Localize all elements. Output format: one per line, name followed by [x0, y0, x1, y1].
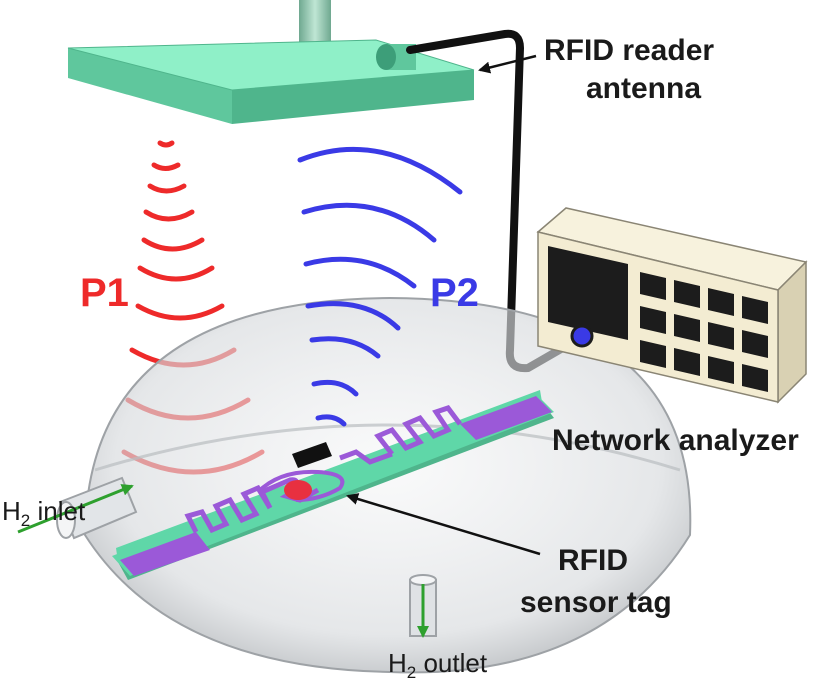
- tag-substrate: [112, 394, 554, 576]
- sensor-tag-pointer: [346, 493, 541, 556]
- wave-p1-5: [141, 237, 205, 252]
- wave-p2-6: [311, 379, 359, 397]
- rfid-reader-antenna: [67, 39, 475, 124]
- wave-p2-1: [297, 146, 463, 195]
- wave-p2-4: [305, 301, 401, 331]
- antenna-connector: [376, 44, 416, 70]
- wave-p1-3: [147, 183, 187, 194]
- h2-inlet-label: H2 inlet: [2, 496, 86, 530]
- wave-p1-6: [137, 265, 215, 282]
- wave-p2-2: [301, 202, 437, 243]
- network-analyzer: [536, 207, 808, 404]
- rfid-chip: [292, 442, 332, 468]
- p1-label: P1: [80, 271, 129, 315]
- reader-antenna-label-line2: antenna: [586, 72, 701, 105]
- wave-p1-4: [143, 209, 195, 222]
- analyzer-keypad: [640, 272, 768, 392]
- reader-antenna-label-line1: RFID reader: [544, 34, 714, 67]
- rfid-sensor-tag: [112, 390, 554, 580]
- tag-inner-loop: [256, 469, 345, 502]
- sensor-tag-label-line2: sensor tag: [520, 586, 672, 619]
- reader-antenna-pointer: [478, 54, 537, 74]
- waves-p2: [297, 146, 463, 427]
- sensor-tag-label-line1: RFID: [558, 544, 628, 577]
- dome-base-rim: [94, 423, 681, 472]
- analyzer-port: [570, 324, 594, 348]
- p2-label: P2: [430, 271, 479, 315]
- sensing-material-dot: [284, 480, 312, 500]
- wave-p2-3: [303, 256, 417, 289]
- wave-p1-2: [151, 162, 181, 171]
- network-analyzer-label: Network analyzer: [552, 424, 799, 457]
- h2-outlet-label: H2 outlet: [388, 648, 488, 682]
- wave-p1-1: [157, 140, 175, 148]
- inlet-flow-arrow: [17, 484, 134, 534]
- wave-p2-5: [309, 336, 381, 359]
- wave-p2-7: [315, 414, 347, 427]
- wave-p1-7: [135, 303, 225, 321]
- analyzer-screen: [548, 246, 628, 340]
